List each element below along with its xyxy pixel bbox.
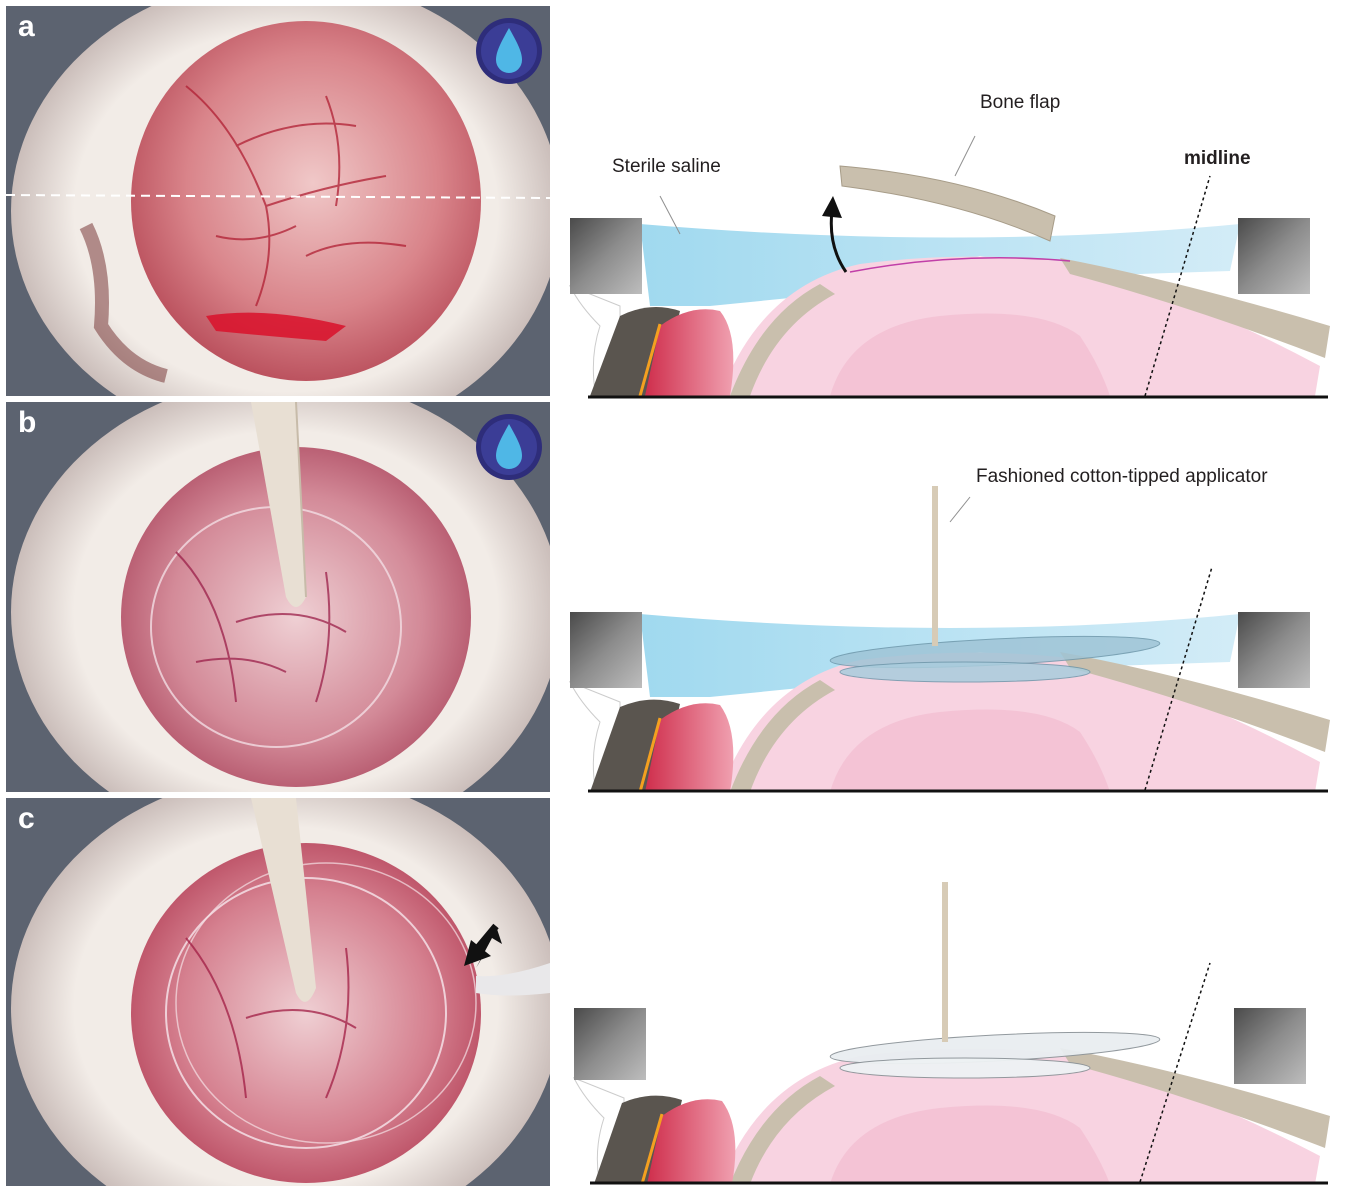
photo-panel-a: a (6, 6, 550, 396)
label-sterile-saline: Sterile saline (612, 156, 721, 178)
headpost-left (570, 218, 642, 294)
headpost-right (1238, 218, 1310, 294)
headpost-right (1234, 1008, 1306, 1084)
water-drop-icon (476, 414, 542, 480)
diagram-panel-c (560, 798, 1340, 1193)
cotton-tipped-applicator (932, 486, 938, 646)
headpost-left (574, 1008, 646, 1080)
headpost-left (570, 612, 642, 688)
photo-panel-b: b (6, 402, 550, 792)
headpost-right (1238, 612, 1310, 688)
diagram-panel-b: Fashioned cotton-tipped applicator (560, 402, 1340, 797)
label-applicator: Fashioned cotton-tipped applicator (976, 466, 1268, 488)
diagram-panel-a: Sterile saline Bone flap midline (560, 6, 1340, 401)
bone-flap (840, 166, 1055, 241)
panel-letter-a: a (18, 12, 35, 42)
cotton-tipped-applicator (942, 882, 948, 1042)
label-bone-flap: Bone flap (980, 92, 1060, 114)
panel-letter-b: b (18, 408, 36, 438)
panel-letter-c: c (18, 804, 35, 834)
photo-panel-c: c (6, 798, 550, 1186)
water-drop-icon (476, 18, 542, 84)
label-midline: midline (1184, 148, 1251, 170)
